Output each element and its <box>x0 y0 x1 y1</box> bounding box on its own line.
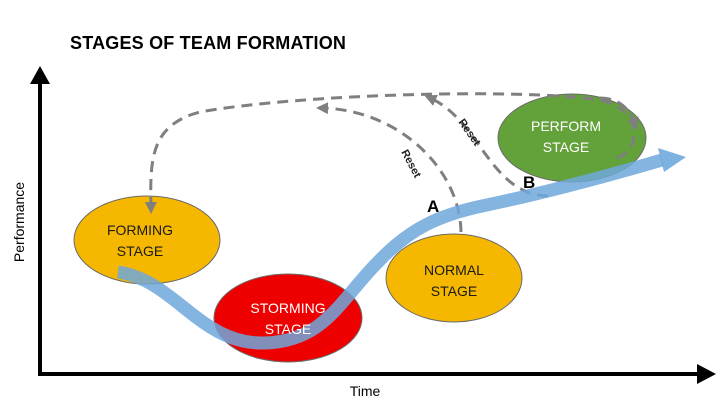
forming-stage-ellipse <box>73 195 221 285</box>
performance-curve <box>116 148 686 350</box>
performance-curve-arrowhead <box>658 148 686 172</box>
forming-stage-label-line1: FORMING <box>107 222 173 238</box>
storming-stage-label-line1: STORMING <box>250 300 325 316</box>
performance-curve-line <box>116 153 664 350</box>
x-axis-label: Time <box>350 383 381 399</box>
storming-stage-label-line2: STAGE <box>265 321 311 337</box>
perform-top-arrow-path <box>599 96 639 130</box>
normal-stage-label-line1: NORMAL <box>424 262 484 278</box>
forming-stage-label-line2: STAGE <box>117 243 163 259</box>
diagram-title: STAGES OF TEAM FORMATION <box>70 33 347 53</box>
reset-to-forming-path <box>144 92 636 214</box>
marker-a: A <box>427 197 439 216</box>
storming-stage-ellipse <box>213 273 363 363</box>
reset-label-from-b: Reset <box>456 117 483 149</box>
normal-stage-ellipse <box>385 233 523 323</box>
x-axis-arrowhead <box>697 364 716 384</box>
perform-stage-label-line2: STAGE <box>543 139 589 155</box>
perform-stage-label-line1: PERFORM <box>531 118 601 134</box>
axes: Performance Time <box>11 66 716 399</box>
normal-stage-label-line2: STAGE <box>431 283 477 299</box>
y-axis-label: Performance <box>11 182 27 262</box>
stage-labels: FORMING STAGE STORMING STAGE NORMAL STAG… <box>107 118 601 337</box>
marker-b: B <box>523 173 535 192</box>
reset-label-from-a: Reset <box>398 148 423 180</box>
y-axis-arrowhead <box>30 66 50 84</box>
